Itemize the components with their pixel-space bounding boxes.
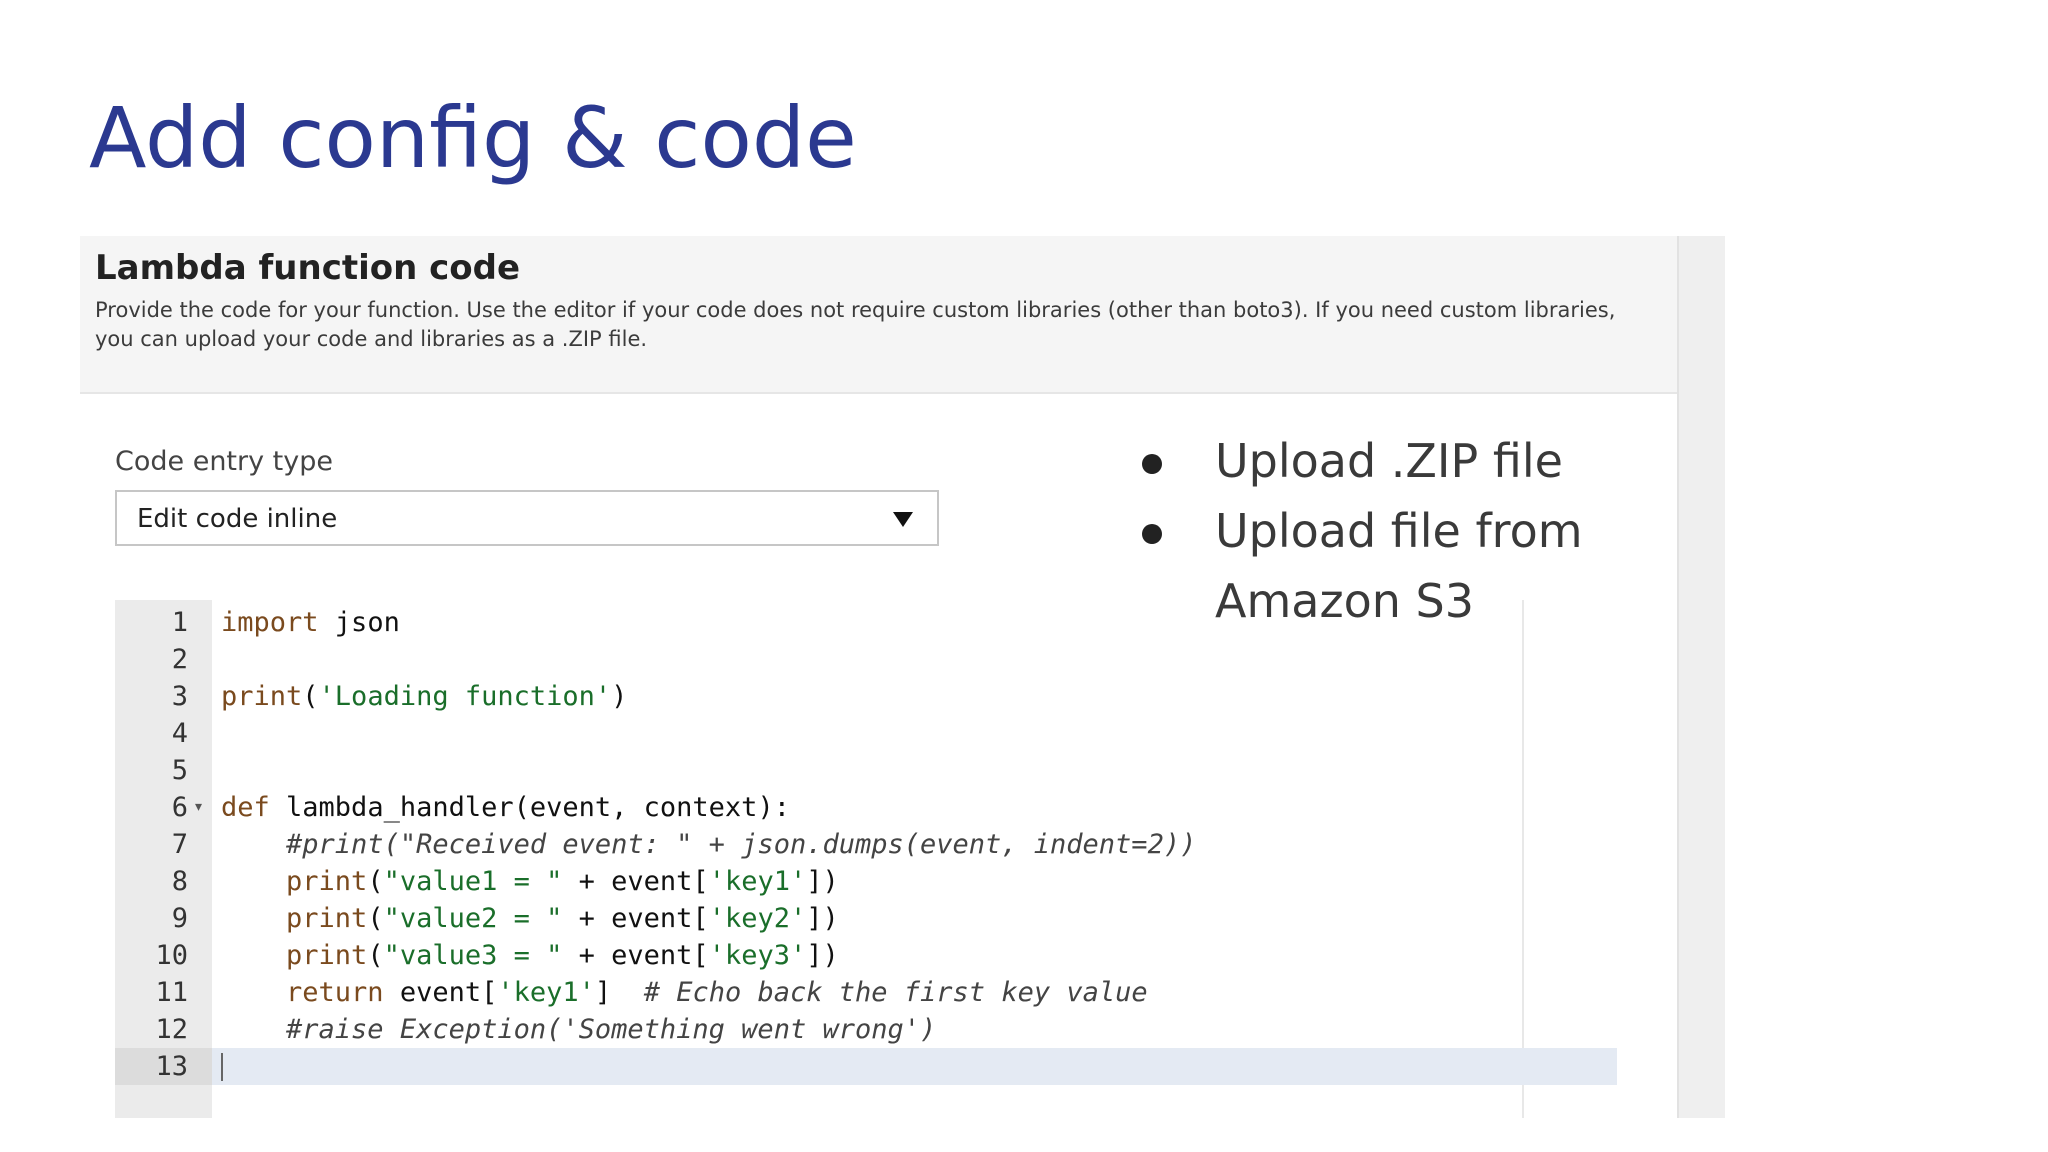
bullet-text: Upload .ZIP file	[1215, 434, 1563, 488]
lambda-code-panel: Lambda function code Provide the code fo…	[80, 236, 1725, 1118]
line-number: 8	[171, 866, 188, 897]
line-number: 4	[171, 718, 188, 749]
code-text: print("value2 = " + event['key2'])	[286, 903, 839, 934]
code-line[interactable]: 1 import json	[115, 604, 1617, 641]
code-entry-type-value: Edit code inline	[137, 504, 338, 534]
code-text: import json	[221, 607, 400, 638]
text-cursor	[221, 1053, 223, 1081]
panel-body: Code entry type Edit code inline 1 import…	[80, 394, 1677, 1118]
line-number: 3	[171, 681, 188, 712]
code-line[interactable]: 10 print("value3 = " + event['key3'])	[115, 937, 1617, 974]
bullet-item: Upload .ZIP file	[1130, 426, 1630, 496]
panel-scrollbar[interactable]	[1677, 236, 1725, 1118]
line-number: 9	[171, 903, 188, 934]
code-line[interactable]: 5	[115, 752, 1617, 789]
code-line[interactable]: 8 print("value1 = " + event['key1'])	[115, 863, 1617, 900]
code-line[interactable]: 3 print('Loading function')	[115, 678, 1617, 715]
fold-arrow-icon[interactable]: ▾	[195, 799, 203, 815]
code-text: #print("Received event: " + json.dumps(e…	[286, 829, 1197, 860]
slide-title: Add config & code	[89, 89, 857, 187]
line-number: 13	[115, 1048, 212, 1085]
code-line[interactable]: 2	[115, 641, 1617, 678]
code-line[interactable]: 4	[115, 715, 1617, 752]
bullet-dot-icon	[1142, 524, 1162, 544]
line-number-gutter	[115, 600, 212, 1118]
code-text: return event['key1'] # Echo back the fir…	[286, 977, 1148, 1008]
code-line[interactable]: 13	[115, 1048, 1617, 1085]
line-number: 10	[155, 940, 188, 971]
line-number: 7	[171, 829, 188, 860]
code-text: #raise Exception('Something went wrong')	[286, 1014, 937, 1045]
line-number: 11	[155, 977, 188, 1008]
panel-header: Lambda function code Provide the code fo…	[80, 236, 1677, 394]
code-entry-type-select[interactable]: Edit code inline	[115, 490, 939, 546]
code-line[interactable]: 6 ▾ def lambda_handler(event, context):	[115, 789, 1617, 826]
code-text: print('Loading function')	[221, 681, 628, 712]
code-line[interactable]: 9 print("value2 = " + event['key2'])	[115, 900, 1617, 937]
code-entry-type-label: Code entry type	[115, 446, 333, 477]
line-number: 5	[171, 755, 188, 786]
code-text: print("value1 = " + event['key1'])	[286, 866, 839, 897]
bullet-text: Upload file from Amazon S3	[1215, 504, 1583, 628]
print-margin	[1522, 600, 1524, 1118]
code-editor[interactable]: 1 import json 2 3 print('Loading function') 4…	[115, 600, 1617, 1118]
panel-description: Provide the code for your function. Use …	[95, 298, 1616, 351]
code-line[interactable]: 11 return event['key1'] # Echo back the …	[115, 974, 1617, 1011]
caret-down-icon	[893, 512, 913, 527]
panel-title: Lambda function code	[95, 248, 521, 288]
bullet-dot-icon	[1142, 454, 1162, 474]
line-number: 1	[171, 607, 188, 638]
code-text: def lambda_handler(event, context):	[221, 792, 790, 823]
line-number: 6	[171, 792, 188, 823]
line-number: 12	[155, 1014, 188, 1045]
code-line[interactable]: 7 #print("Received event: " + json.dumps…	[115, 826, 1617, 863]
line-number: 2	[171, 644, 188, 675]
code-line[interactable]: 12 #raise Exception('Something went wron…	[115, 1011, 1617, 1048]
code-text: print("value3 = " + event['key3'])	[286, 940, 839, 971]
bullet-item: Upload file from Amazon S3	[1130, 496, 1630, 636]
